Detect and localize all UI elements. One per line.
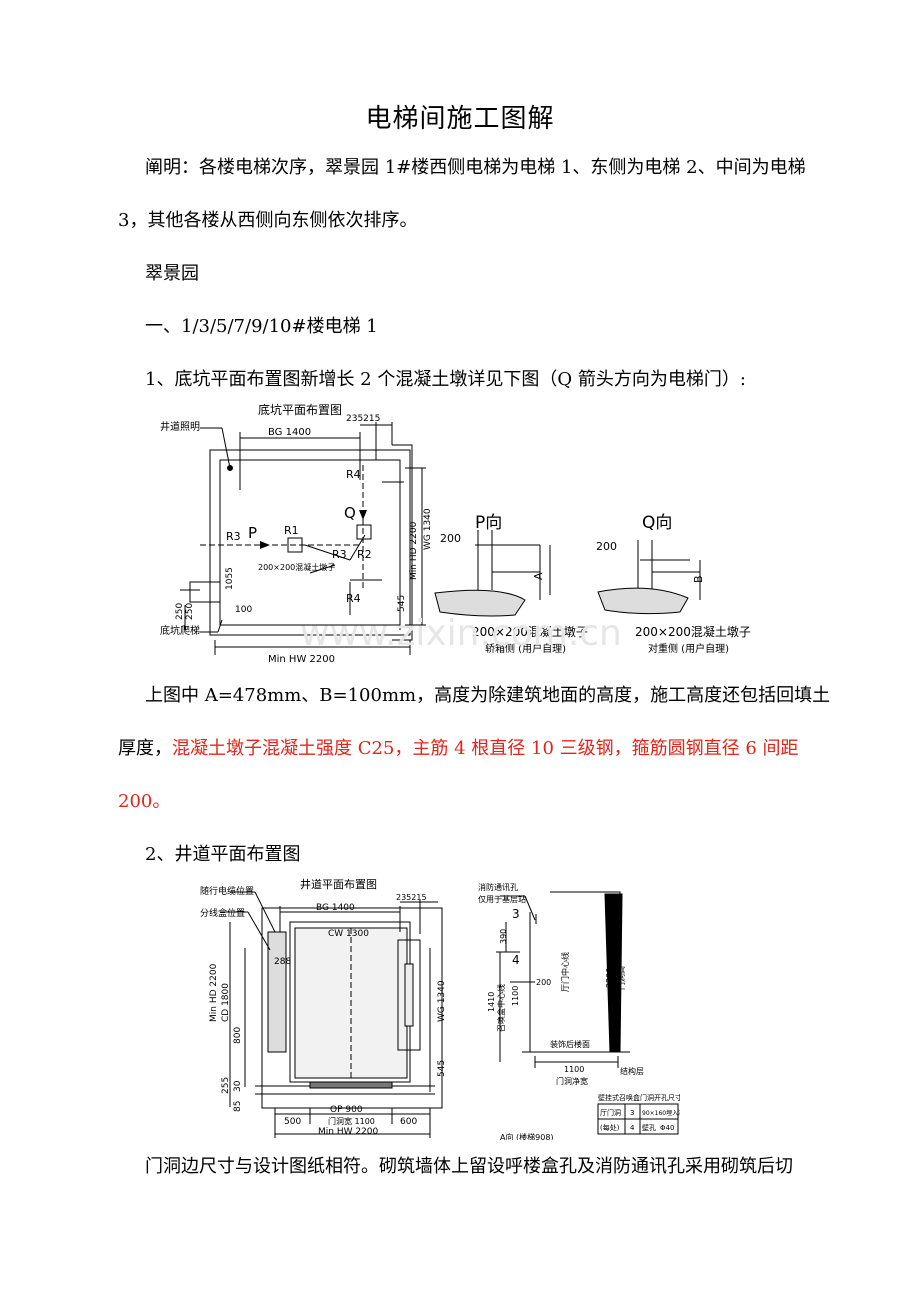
pier-r2: [356, 524, 372, 540]
label-r3-left: R3: [226, 530, 241, 543]
p-pier-label: 200×200混凝土墩子: [472, 624, 588, 639]
q-pier-sub: 对重侧 (用户自理): [648, 642, 729, 655]
dim-600: 600: [400, 1117, 417, 1127]
dim-1410: 1410: [487, 992, 496, 1012]
pier-note: 200×200混凝土墩子: [258, 562, 335, 572]
floor-label: 装饰后楼面: [550, 1039, 590, 1049]
dim-2200: 2200: [605, 968, 614, 988]
table-title: 壁挂式召唤盒门洞开孔尺寸表:: [598, 1093, 680, 1102]
q-dim-200: 200: [596, 540, 617, 553]
dim-390: 390: [499, 929, 508, 944]
dim-250: 250: [175, 603, 185, 620]
dim-wg: WG 1340: [423, 508, 433, 550]
dim-1100: 1100: [511, 986, 520, 1006]
para2-line-1: 上图中 A=478mm、B=100mm，高度为除建筑地面的高度，施工高度还包括回…: [145, 685, 831, 706]
dim2-bg: BG 1400: [316, 903, 355, 913]
intro-line-1: 阐明：各楼电梯次序，翠景园 1#楼西侧电梯为电梯 1、东侧为电梯 2、中间为电梯: [145, 157, 806, 178]
dim-op: OP 900: [330, 1105, 363, 1115]
fig1-title: 底坑平面布置图: [258, 402, 342, 417]
section-name: 翠景园: [145, 263, 199, 284]
label-ladder: 底坑爬梯: [160, 624, 200, 637]
dim-30: 30: [233, 1080, 243, 1092]
dim-800: 800: [233, 1027, 243, 1044]
dim-door: 门洞宽 1100: [328, 1116, 375, 1126]
p-dim-200: 200: [440, 532, 461, 545]
dim-545: 545: [397, 595, 407, 612]
struct-label: 结构层: [620, 1066, 644, 1076]
shaft-outer-wall: [209, 449, 411, 636]
hole-label: 召唤盒中心线: [496, 984, 506, 1032]
label-cable: 随行电缆位置: [200, 885, 254, 897]
dim2-wg: WG 1340: [437, 980, 447, 1022]
label-lighting: 井道照明: [160, 420, 200, 433]
fig2-title: 井道平面布置图: [300, 877, 377, 891]
dim-500: 500: [284, 1117, 301, 1127]
shaft-inner-wall: [219, 459, 401, 626]
label-r1: R1: [284, 524, 299, 537]
tbl-r1c2: 3: [630, 1109, 634, 1117]
shaft-layout-drawing: 井道平面布置图 随行电缆位置 分线盒位置 BG 1400 235215 CW 1…: [200, 877, 680, 1140]
dim-bg: BG 1400: [268, 427, 311, 438]
dim-235215: 235215: [346, 414, 380, 424]
label-q: Q: [344, 504, 356, 522]
label-p: P: [248, 524, 257, 542]
dim-a: A: [532, 572, 545, 580]
dim-1055: 1055: [225, 567, 235, 590]
dim-100: 100: [235, 605, 252, 615]
tbl-r2c3: 壁孔: [642, 1123, 656, 1132]
watermark: www.zixin.com.cn: [300, 613, 622, 654]
para2-line-2-red: 混凝土墩子混凝土强度 C25，主筋 4 根直径 10 三级钢，箍筋圆钢直径 6 …: [172, 738, 799, 759]
dim-hd: Min HD 2200: [409, 521, 419, 580]
heading-elevator-1: 一、1/3/5/7/9/10#楼电梯 1: [145, 316, 378, 337]
dim-288: 288: [274, 957, 291, 967]
page-title: 电梯间施工图解: [365, 104, 555, 134]
q-view-label: Q向: [642, 513, 672, 533]
tbl-r2c2: 4: [630, 1124, 635, 1132]
label-r3-right: R3: [332, 548, 347, 561]
dim-255: 255: [221, 1077, 231, 1094]
dim-1100b: 1100: [564, 1065, 584, 1074]
center-line-label: 厅门中心线: [560, 952, 570, 992]
label-r2: R2: [357, 548, 372, 561]
door-height-label: 门洞高: [616, 966, 626, 990]
para2-line-3: 200。: [118, 791, 171, 812]
pier-r1: [287, 537, 303, 553]
pit-layout-drawing: 底坑平面布置图 井道照明 BG 1400 235215 Min HW 2200 …: [160, 402, 751, 665]
intro-line-2: 3，其他各楼从西侧向东侧依次排序。: [118, 210, 418, 231]
dim-hw: Min HW 2200: [268, 654, 335, 665]
para2-line-2: 厚度，混凝土墩子混凝土强度 C25，主筋 4 根直径 10 三级钢，箍筋圆钢直径…: [118, 735, 818, 762]
label-fire: 消防通讯孔: [478, 882, 518, 892]
para2-line-2-black: 厚度，: [118, 738, 172, 759]
tbl-r1c1: 厅门洞: [600, 1108, 621, 1117]
door-width-label: 门洞净宽: [556, 1076, 588, 1086]
dim-cd: CD 1800: [221, 983, 231, 1022]
item-1-pit-layout: 1、底坑平面布置图新增长 2 个混凝土墩详见下图（Q 箭头方向为电梯门）:: [145, 369, 746, 390]
p-pier-sub: 轿箱侧 (用户自理): [485, 642, 566, 655]
item-2-shaft-layout: 2、井道平面布置图: [145, 844, 301, 865]
label-fire-sub: 仅用于基层站: [478, 894, 526, 904]
tbl-r2c4: Φ40: [660, 1124, 674, 1132]
dim2-235: 235215: [396, 893, 427, 902]
dim2-hw: Min HW 2200: [318, 1127, 379, 1137]
dim-b: B: [692, 575, 705, 583]
dim-cw: CW 1300: [328, 929, 369, 939]
label-3: 3: [512, 907, 520, 921]
dim-200: 200: [536, 978, 551, 987]
para3: 门洞边尺寸与设计图纸相符。砌筑墙体上留设呼楼盒孔及消防通讯孔采用砌筑后切: [145, 1156, 793, 1177]
dim-85: 85: [233, 1101, 243, 1112]
q-pier-label: 200×200混凝土墩子: [635, 624, 751, 639]
label-4: 4: [512, 953, 520, 967]
cut-label: A向 (楼梯908): [500, 1132, 554, 1140]
p-view-label: P向: [475, 513, 502, 533]
dim-250b: 250: [185, 603, 195, 620]
dim2-hd: Min HD 2200: [209, 963, 219, 1022]
label-box: 分线盒位置: [200, 907, 245, 919]
label-r4-top: R4: [346, 468, 361, 481]
dim2-545: 545: [437, 1060, 447, 1077]
tbl-r1c3: 90×160埋入深度: [642, 1109, 680, 1117]
label-r4-bottom: R4: [346, 592, 361, 605]
tbl-r2c1: (每处): [600, 1123, 620, 1132]
